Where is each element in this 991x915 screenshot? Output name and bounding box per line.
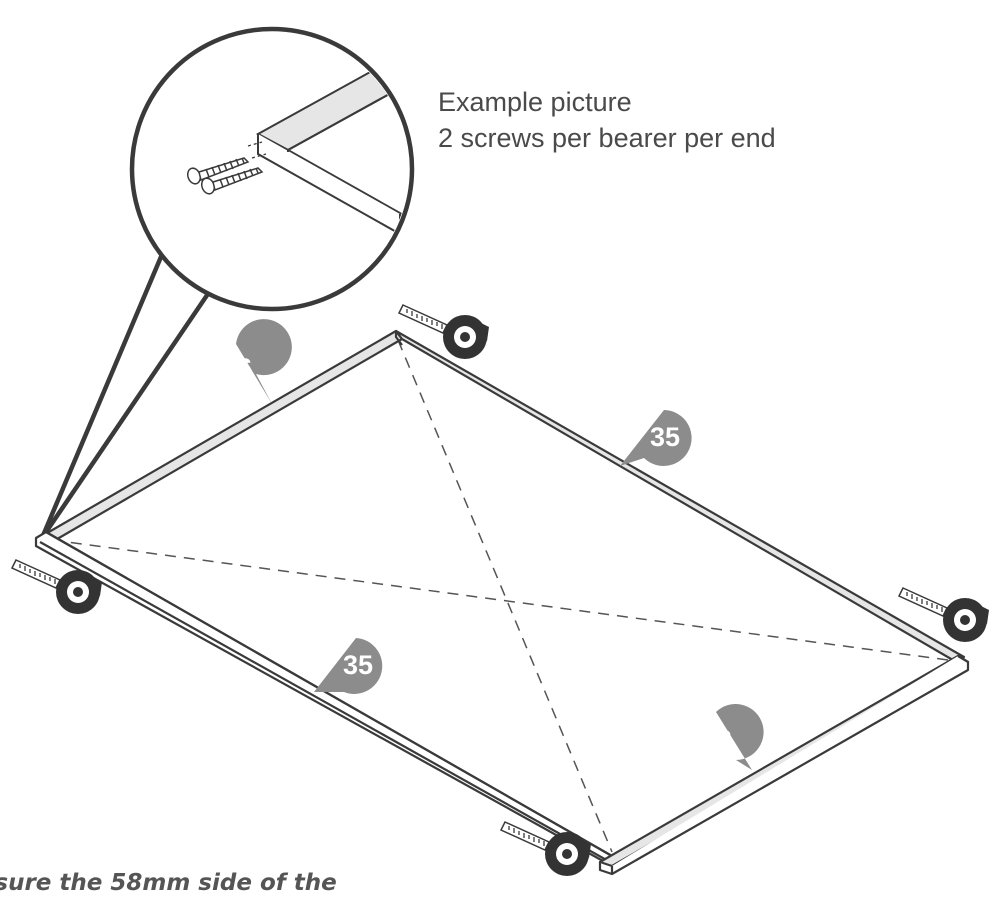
callout-top-right: 35 (620, 410, 692, 466)
callout-top-left: 36 (222, 319, 292, 404)
bearer-frame (34, 329, 970, 876)
caption-title: Example picture (438, 87, 632, 117)
example-caption: Example picture 2 screws per bearer per … (438, 84, 776, 156)
screw-icon (186, 157, 264, 195)
callout-label-36-bottom: 36 (702, 725, 732, 755)
note-line-1: nsure the 58mm side of the (0, 870, 337, 896)
callout-label-35-bottom: 35 (343, 650, 373, 680)
caption-detail: 2 screws per bearer per end (438, 123, 776, 153)
magnifier-pointer (39, 218, 218, 540)
magnifier-callout (129, 26, 415, 312)
callout-label-35-top: 35 (650, 422, 680, 452)
callout-label-36-top: 36 (222, 353, 252, 383)
callout-bottom-right: 36 (702, 704, 764, 770)
callout-bottom-left: 35 (314, 638, 383, 694)
tape-measure-icon (398, 304, 490, 360)
diagonal-lines (51, 339, 949, 853)
instruction-note: nsure the 58mm side of the (0, 864, 991, 915)
